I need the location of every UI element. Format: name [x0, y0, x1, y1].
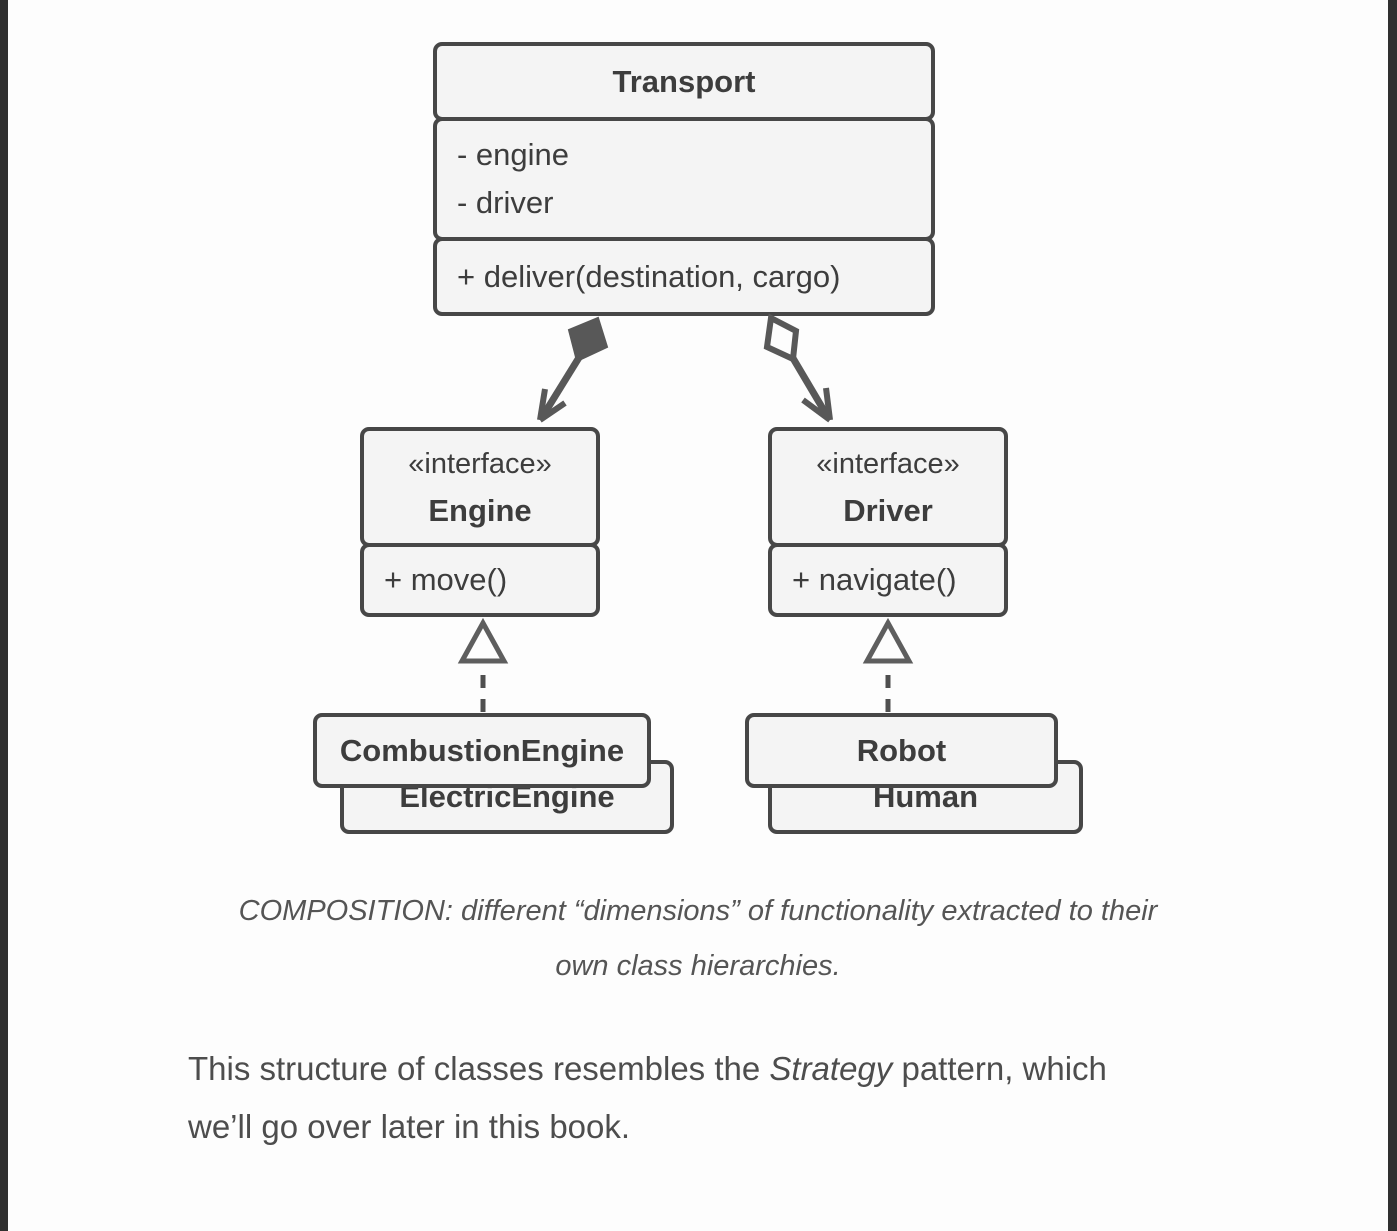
class-transport-title: Transport: [612, 63, 756, 99]
interface-driver-methods: + navigate(): [768, 543, 1008, 617]
realization-relation-driver: [862, 617, 914, 712]
method-deliver: + deliver(destination, cargo): [457, 258, 841, 294]
body-paragraph-line1: This structure of classes resembles the …: [188, 1040, 1328, 1098]
interface-engine-methods: + move(): [360, 543, 600, 617]
open-arrowhead: [801, 397, 832, 423]
realization-relation-engine: [457, 617, 509, 712]
class-transport: Transport - engine - driver + deliver(de…: [433, 42, 935, 316]
class-combustion-engine: CombustionEngine: [313, 713, 651, 788]
class-transport-header: Transport: [433, 42, 935, 121]
field-engine: - engine: [457, 137, 570, 172]
composition-relation: [537, 316, 609, 423]
composition-shaft: [538, 341, 591, 421]
interface-driver-header: «interface» Driver: [768, 427, 1008, 547]
figure-caption: COMPOSITION: different “dimensions” of f…: [8, 884, 1388, 994]
open-arrowhead: [538, 400, 567, 423]
body-text-strategy: Strategy: [769, 1050, 893, 1087]
class-transport-methods: + deliver(destination, cargo): [433, 237, 935, 316]
interface-engine: «interface» Engine + move(): [360, 427, 600, 617]
hollow-triangle-icon: [457, 617, 509, 664]
figure-caption-line2: own class hierarchies.: [555, 950, 841, 982]
open-arrowhead: [823, 387, 833, 421]
body-paragraph: This structure of classes resembles the …: [188, 1040, 1328, 1156]
class-robot-title: Robot: [856, 732, 947, 768]
interface-driver: «interface» Driver + navigate(): [768, 427, 1008, 617]
aggregation-shaft: [780, 341, 833, 421]
interface-engine-name: Engine: [428, 492, 532, 528]
body-text-before: This structure of classes resembles the: [188, 1050, 770, 1087]
interface-engine-stereotype: «interface»: [408, 447, 552, 480]
open-arrowhead: [537, 388, 548, 421]
method-move: + move(): [384, 562, 508, 597]
interface-driver-name: Driver: [843, 492, 933, 528]
interface-engine-header: «interface» Engine: [360, 427, 600, 547]
hollow-triangle-icon: [862, 617, 914, 664]
method-navigate: + navigate(): [792, 562, 957, 597]
page-edge-left: [0, 0, 8, 1231]
class-combustion-engine-title: CombustionEngine: [339, 732, 625, 768]
hollow-diamond-icon: [763, 313, 800, 364]
aggregation-relation: [763, 313, 833, 423]
interface-driver-stereotype: «interface»: [816, 447, 960, 480]
body-text-after: pattern, which: [892, 1050, 1107, 1087]
field-driver: - driver: [457, 185, 554, 220]
class-transport-fields: - engine - driver: [433, 117, 935, 241]
filled-diamond-icon: [567, 316, 609, 363]
figure-caption-line1: COMPOSITION: different “dimensions” of f…: [238, 895, 1158, 927]
class-robot: Robot: [745, 713, 1058, 788]
body-paragraph-line2: we’ll go over later in this book.: [188, 1108, 631, 1145]
page-edge-right: [1388, 0, 1397, 1231]
